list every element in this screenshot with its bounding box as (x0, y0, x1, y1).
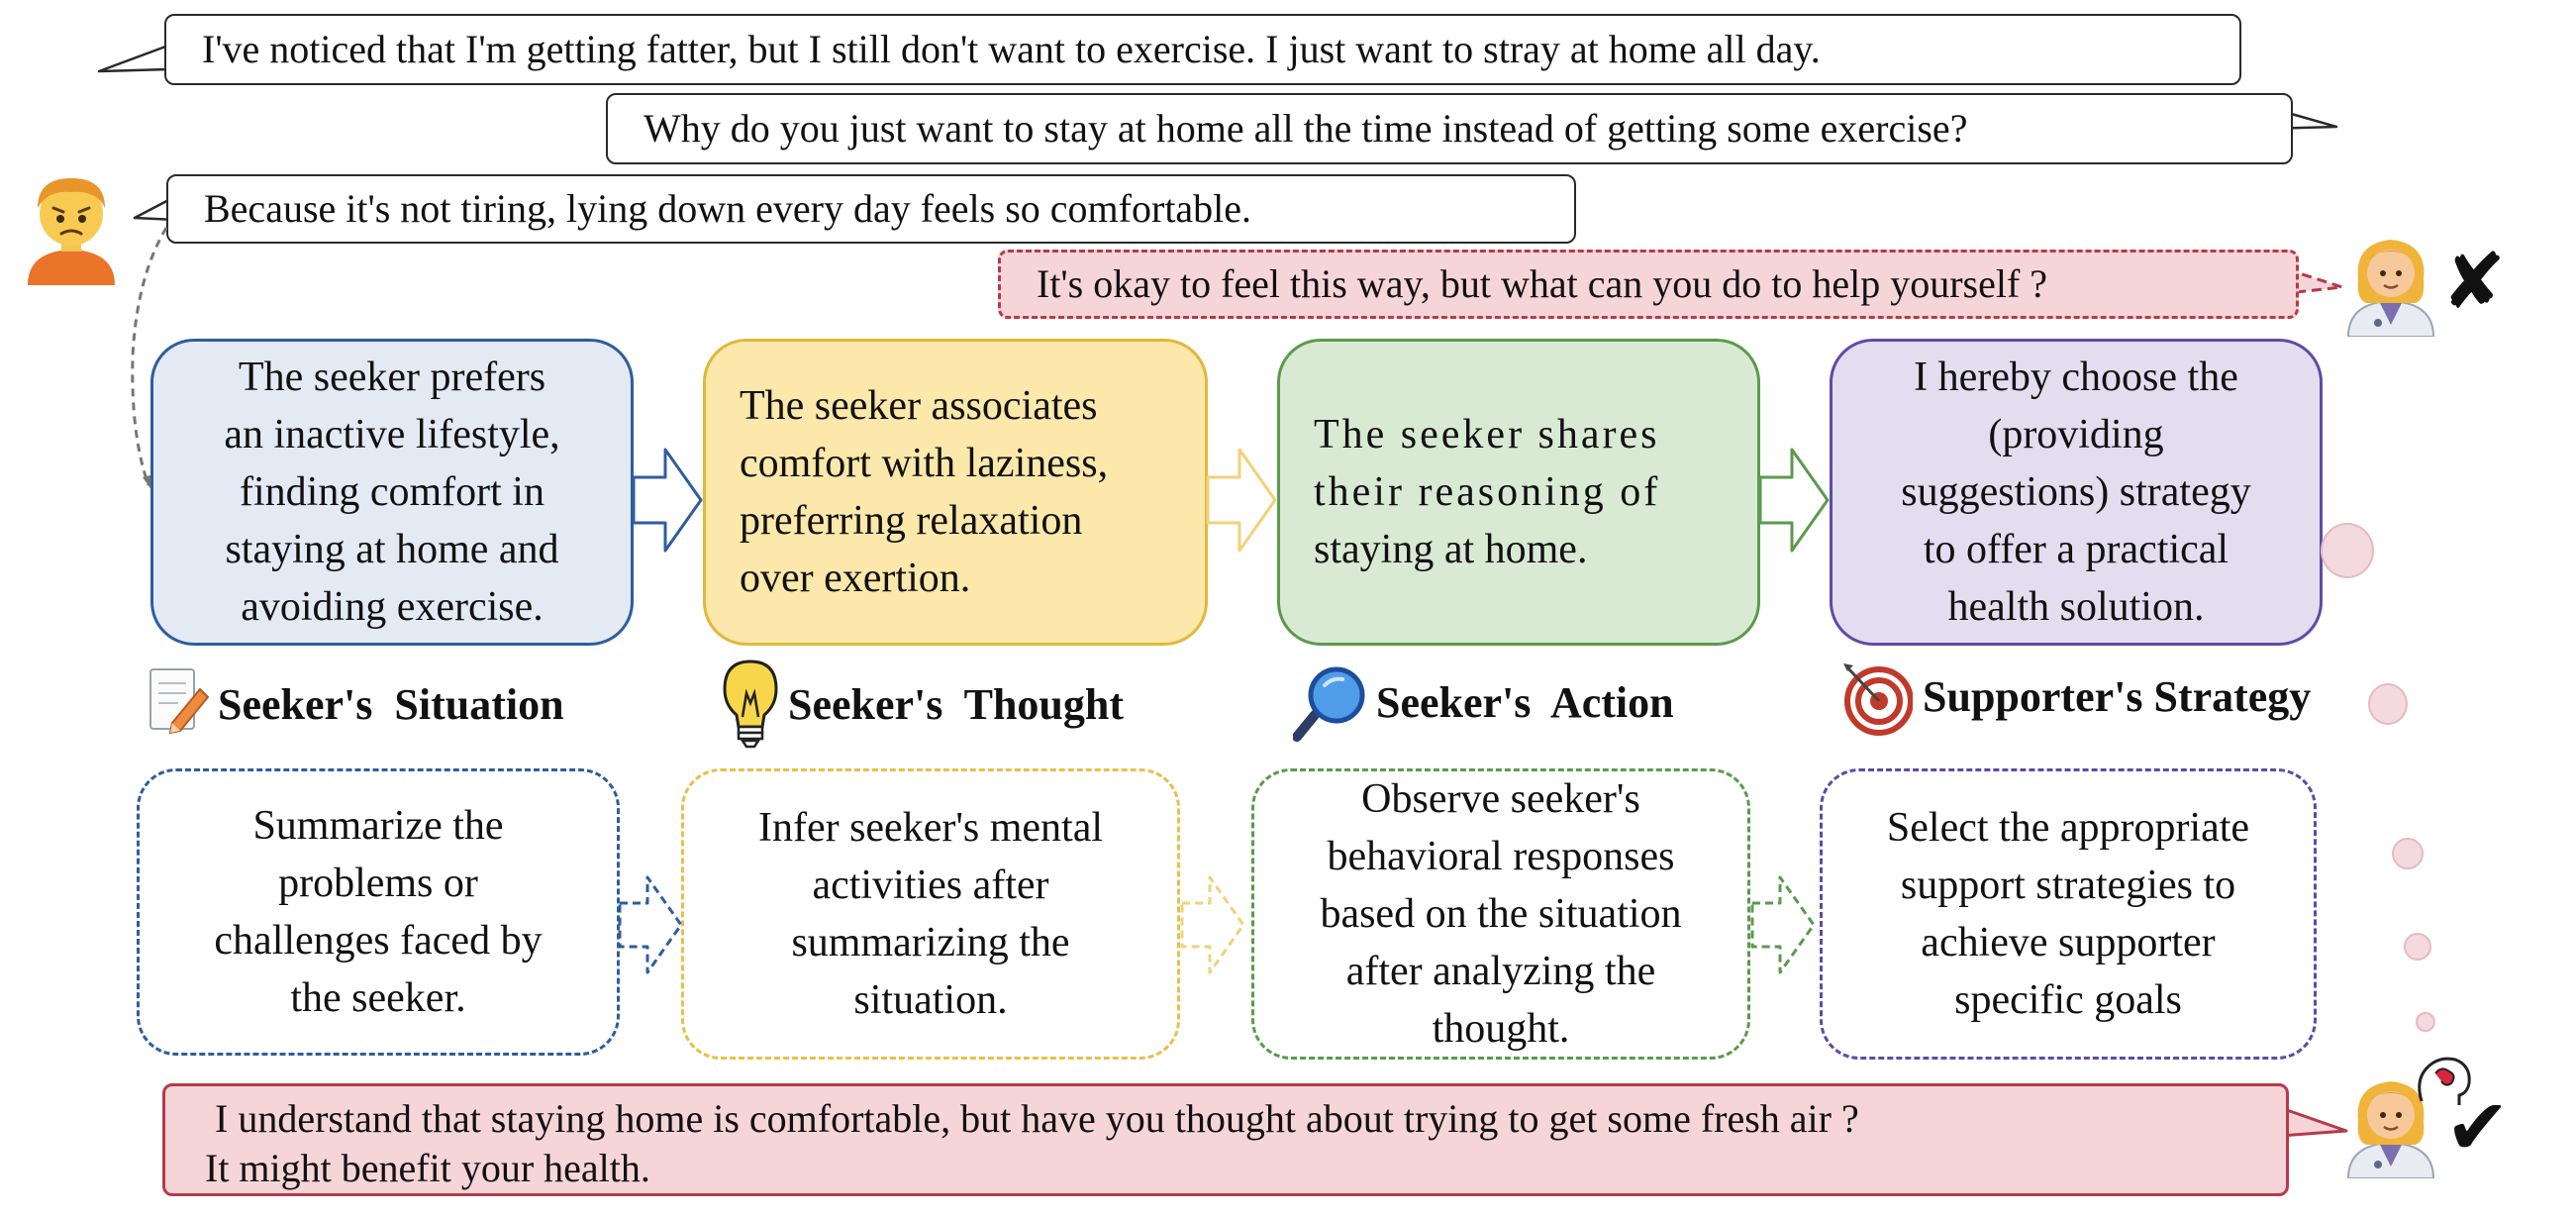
thought-example-card: The seeker associates comfort with lazin… (703, 339, 1208, 646)
text-line: finding comfort in (240, 469, 545, 515)
bubble-tail-bad-response (2285, 267, 2344, 295)
situation-example-card: The seeker prefers an inactive lifestyle… (150, 339, 634, 646)
strategy-label: Supporter's Strategy (1923, 672, 2312, 721)
text-line: preferring relaxation (740, 498, 1083, 544)
memo-pencil-icon (149, 668, 210, 735)
text-line: an inactive lifestyle, (224, 412, 560, 457)
text-line: after analyzing the (1345, 949, 1656, 994)
flow-arrow-thought-to-action (1206, 448, 1277, 553)
text-line: over exertion. (740, 556, 971, 601)
strategy-example-card: I hereby choose the (providing suggestio… (1830, 339, 2323, 646)
thought-instruction-text: Infer seeker's mental activities after s… (758, 799, 1103, 1029)
text-line: problems or (278, 861, 478, 906)
target-icon (1843, 663, 1913, 736)
thought-instruction-card: Infer seeker's mental activities after s… (681, 768, 1180, 1060)
correct-check-icon: ✔ (2445, 1083, 2511, 1172)
flow-arrow-situation-to-thought (632, 448, 703, 553)
thought-dot (2321, 523, 2374, 578)
flow-arrow-action-to-strategy (1758, 448, 1830, 553)
text-line: staying at home. (1314, 527, 1588, 572)
action-example-card: The seeker shares their reasoning of sta… (1277, 339, 1760, 646)
strategy-example-text: I hereby choose the (providing suggestio… (1901, 349, 2250, 636)
text-line: suggestions) strategy (1901, 469, 2251, 515)
supporter-utterance-1: Why do you just want to stay at home all… (606, 93, 2293, 164)
situation-instruction-text: Summarize the problems or challenges fac… (214, 797, 542, 1027)
flow-arrow-instruction-action-to-strategy (1750, 875, 1816, 974)
good-response-line-2: It might benefit your health. (205, 1146, 650, 1190)
wrong-cross-icon: ✘ (2441, 238, 2507, 327)
strategy-instruction-text: Select the appropriate support strategie… (1887, 799, 2249, 1029)
text-line: achieve supporter (1921, 920, 2216, 965)
text-line: based on the situation (1320, 891, 1682, 937)
text-line: staying at home and (225, 527, 559, 572)
good-response-bubble: I understand that staying home is comfor… (162, 1083, 2289, 1196)
text-line: specific goals (1954, 977, 2182, 1023)
action-instruction-text: Observe seeker's behavioral responses ba… (1320, 770, 1681, 1058)
seeker-utterance-2: Because it's not tiring, lying down ever… (166, 174, 1576, 244)
action-instruction-card: Observe seeker's behavioral responses ba… (1251, 768, 1750, 1060)
thought-label: Seeker's Thought (788, 680, 1125, 729)
seeker-utterance-1: I've noticed that I'm getting fatter, bu… (164, 14, 2241, 85)
thought-dot (2404, 933, 2431, 961)
text-line: the seeker. (290, 975, 466, 1021)
bad-response-bubble: It's okay to feel this way, but what can… (998, 250, 2299, 319)
text-line: to offer a practical (1923, 527, 2229, 572)
flow-arrow-instruction-situation-to-thought (618, 875, 683, 974)
thought-example-text: The seeker associates comfort with lazin… (740, 377, 1108, 607)
text-line: Infer seeker's mental (757, 805, 1104, 851)
text-line: Summarize the (252, 803, 504, 849)
good-response-line-1: I understand that staying home is comfor… (215, 1096, 1859, 1141)
text-line: Select the appropriate (1886, 805, 2250, 851)
situation-instruction-card: Summarize the problems or challenges fac… (137, 768, 620, 1056)
text-line: avoiding exercise. (241, 584, 544, 630)
text-line: support strategies to (1900, 863, 2236, 908)
flow-arrow-instruction-thought-to-action (1180, 875, 1245, 974)
text-line: their reasoning of (1314, 469, 1661, 515)
situation-example-text: The seeker prefers an inactive lifestyle… (224, 349, 559, 636)
text-line: The seeker associates (740, 383, 1098, 429)
text-line: Observe seeker's (1361, 776, 1640, 822)
thought-dot (2416, 1012, 2435, 1032)
thought-dot (2392, 838, 2424, 869)
text-line: challenges faced by (214, 918, 543, 964)
text-line: comfort with laziness, (740, 441, 1109, 486)
text-line: health solution. (1947, 584, 2205, 630)
supporter-doctor-avatar-icon (2346, 1081, 2435, 1178)
worried-seeker-avatar-icon (28, 178, 115, 285)
lightbulb-icon (723, 660, 778, 749)
strategy-instruction-card: Select the appropriate support strategie… (1820, 768, 2317, 1060)
text-line: The seeker prefers (238, 355, 546, 400)
thought-dot (2368, 683, 2408, 725)
text-line: activities after (812, 863, 1049, 908)
thinking-head-icon (2418, 1057, 2471, 1105)
text-line: situation. (853, 977, 1008, 1023)
action-example-text: The seeker shares their reasoning of sta… (1314, 406, 1660, 578)
text-line: thought. (1432, 1006, 1570, 1052)
text-line: I hereby choose the (1914, 355, 2238, 400)
text-line: behavioral responses (1327, 834, 1675, 879)
magnifier-icon (1293, 666, 1365, 742)
action-label: Seeker's Action (1376, 678, 1674, 727)
text-line: summarizing the (791, 920, 1070, 965)
text-line: The seeker shares (1314, 412, 1660, 457)
text-line: (providing (1988, 412, 2164, 457)
situation-label: Seeker's Situation (218, 680, 564, 729)
supporter-doctor-avatar-icon (2346, 240, 2435, 337)
